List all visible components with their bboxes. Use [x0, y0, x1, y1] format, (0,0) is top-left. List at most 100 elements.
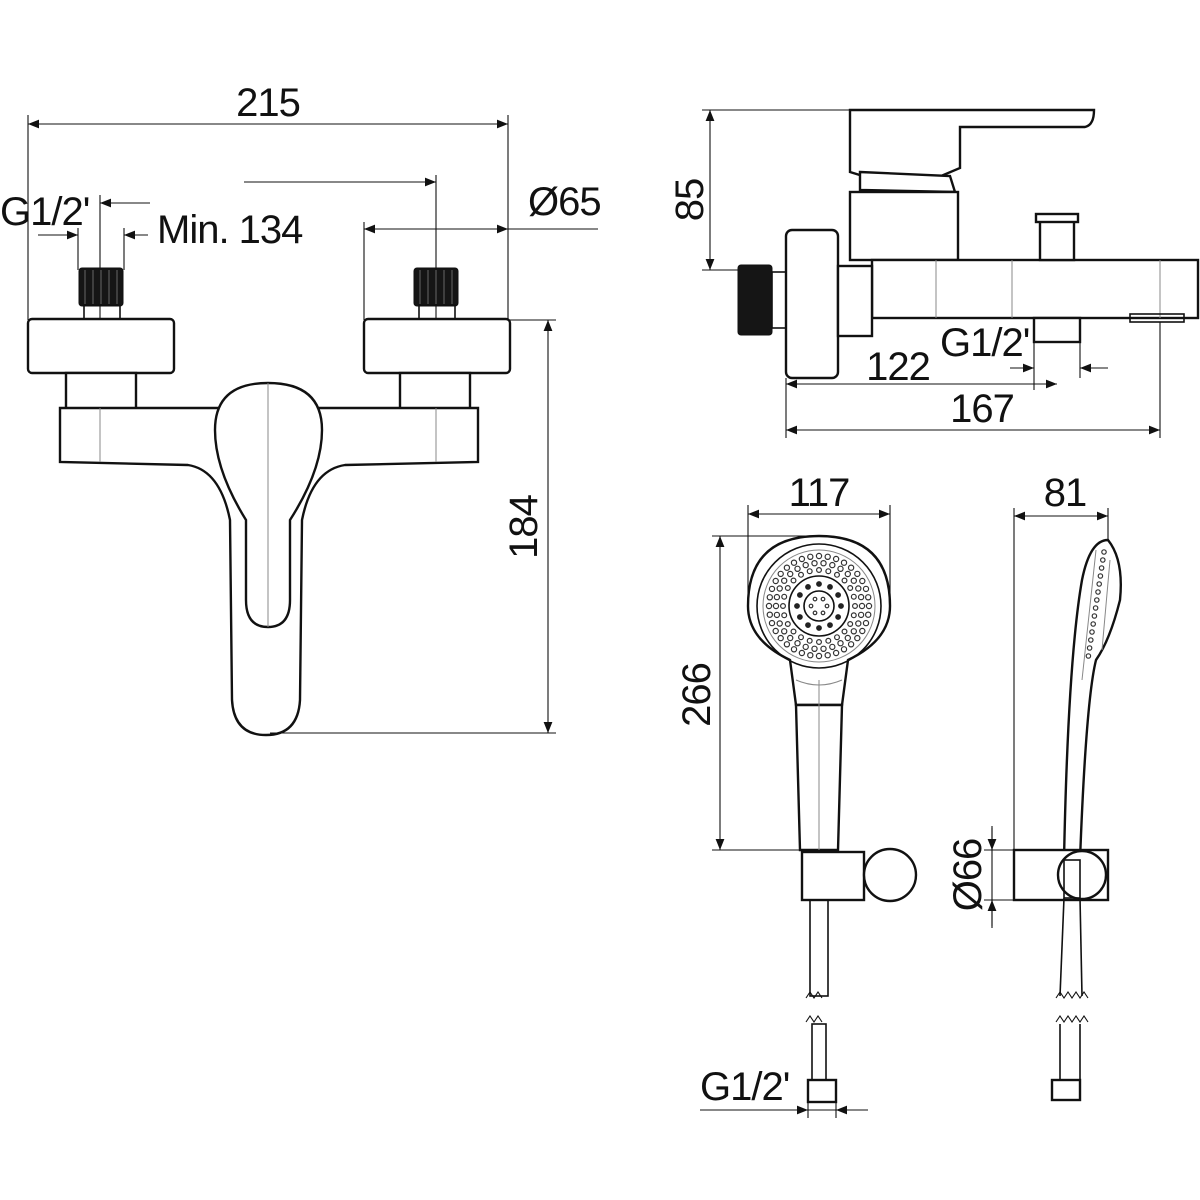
nozzle-icon [841, 577, 848, 584]
nozzle-icon [850, 628, 858, 635]
nozzle-icon [805, 622, 811, 628]
nozzle-icon [805, 584, 811, 590]
min-spacing-label: Min. 134 [157, 208, 303, 252]
nozzle-icon [850, 593, 857, 600]
nozzle-icon [840, 646, 848, 653]
head-width-label: 117 [789, 471, 850, 515]
nozzle-icon [1086, 645, 1093, 651]
nozzle-icon [816, 581, 822, 587]
nozzle-icon [850, 577, 858, 584]
nozzle-icon [865, 602, 873, 610]
hand-shower-front: 117 266 G1/2' [675, 471, 918, 1118]
nozzle-icon [815, 566, 822, 573]
nozzle-icon [825, 637, 832, 644]
side-depth-label: 81 [1044, 471, 1087, 515]
nozzle-icon [773, 611, 781, 619]
nozzle-icon [797, 614, 803, 620]
nozzle-icon [802, 643, 809, 651]
nozzle-icon [859, 627, 866, 635]
nozzle-icon [858, 602, 866, 610]
nozzle-icon [1095, 589, 1101, 595]
nozzle-icon [1085, 653, 1092, 659]
nozzle-icon [790, 559, 798, 566]
nozzle-icon [827, 622, 833, 628]
nozzle-icon [1091, 613, 1098, 619]
nozzle-icon [850, 612, 857, 619]
nozzle-icon [790, 646, 798, 653]
nozzle-icon [787, 570, 794, 578]
nozzle-icon [816, 625, 822, 631]
right-inlet-fitting [362, 267, 512, 411]
nozzle-icon [1098, 565, 1105, 571]
nozzle-icon [798, 649, 806, 657]
nozzle-icon [832, 649, 840, 657]
nozzle-icon [815, 638, 822, 645]
length-label: 266 [675, 663, 719, 727]
inlet-thread-label: G1/2' [0, 190, 89, 234]
nozzle-icon [1089, 629, 1095, 635]
nozzle-icon [776, 585, 783, 592]
nozzle-icon [829, 643, 836, 651]
spout-body [870, 258, 1200, 320]
nozzle-icon [802, 561, 809, 569]
nozzle-icon [825, 568, 832, 575]
nozzle-icon [862, 585, 870, 593]
nozzle-icon [832, 555, 840, 563]
side-view: 85 G1/2' 122 167 [668, 108, 1200, 438]
nozzle-icon [777, 570, 784, 578]
nozzle-icon [840, 559, 848, 566]
nozzle-icon [781, 593, 788, 600]
nozzle-icon [768, 585, 776, 593]
left-inlet-fitting [26, 267, 176, 411]
nozzle-icon [1100, 557, 1106, 563]
nozzle-icon [865, 611, 872, 618]
outlet-depth-label: 122 [866, 345, 930, 389]
nozzle-icon [808, 603, 814, 609]
nozzle-icon [798, 555, 806, 563]
nozzle-icon [844, 634, 852, 642]
nozzle-icon [787, 634, 794, 642]
nozzle-icon [833, 634, 840, 641]
nozzle-icon [865, 594, 872, 601]
nozzle-icon [773, 593, 781, 601]
nozzle-icon [806, 568, 813, 575]
nozzle-icon [847, 620, 854, 627]
hand-shower-side: 81 Ø66 [805, 471, 1122, 1102]
nozzle-icon [857, 593, 865, 601]
nozzle-icon [844, 570, 852, 578]
nozzle-icon [1094, 597, 1100, 603]
nozzle-icon [820, 596, 826, 602]
nozzle-icon [811, 645, 818, 653]
nozzle-icon [768, 619, 776, 627]
nozzle-icon [781, 577, 788, 584]
nozzle-icon [779, 602, 786, 609]
nozzle-icon [1097, 573, 1104, 579]
nozzle-icon [812, 596, 818, 602]
spray-nozzles [765, 552, 873, 660]
nozzle-icon [851, 602, 858, 609]
nozzle-icon [829, 561, 836, 569]
nozzle-icon [783, 564, 791, 571]
nozzle-icon [1092, 605, 1099, 611]
side-height-label: 85 [668, 179, 712, 222]
nozzle-icon [776, 620, 783, 627]
nozzle-icon [794, 565, 801, 573]
nozzle-icon [766, 611, 774, 618]
nozzle-icon [855, 620, 862, 627]
nozzle-icon [820, 645, 827, 653]
nozzle-icon [815, 552, 823, 560]
height-label: 184 [502, 494, 546, 558]
nozzle-icon [859, 577, 866, 585]
nozzle-icon [820, 560, 827, 567]
nozzle-icon [847, 584, 854, 591]
outlet-thread-label: G1/2' [940, 321, 1029, 365]
nozzle-icon [824, 652, 831, 659]
nozzle-icon [837, 565, 844, 573]
nozzle-icon [783, 641, 791, 648]
nozzle-icon [777, 634, 784, 642]
nozzle-icon [1101, 549, 1107, 555]
nozzle-icon [1088, 637, 1094, 643]
nozzle-icon [824, 553, 831, 561]
side-nozzles [1085, 549, 1107, 659]
